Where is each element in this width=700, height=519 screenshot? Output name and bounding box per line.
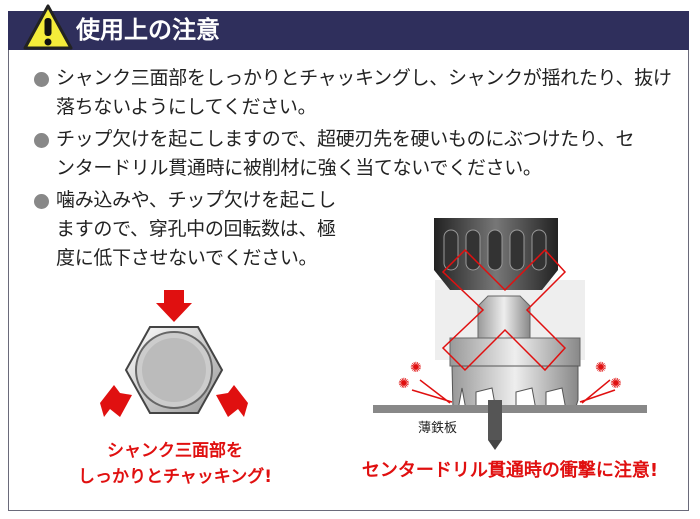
svg-text:✺: ✺ — [610, 376, 622, 392]
hole-saw-illustration: ✺✺✺✺ — [373, 218, 647, 450]
note-line: ンタードリル貫通時に被削材に強く当てないでください。 — [56, 157, 542, 179]
plate-label: 薄鉄板 — [418, 421, 458, 436]
arrow-down-icon — [156, 290, 192, 322]
bullet-icon — [34, 133, 49, 148]
note-line: ますので、穿孔中の回転数は、極 — [56, 218, 336, 240]
shank-caption: シャンク三面部を しっかりとチャッキング! — [70, 438, 280, 490]
note-line: 落ちないようにしてください。 — [56, 96, 317, 118]
shank-illustration — [100, 290, 248, 417]
arrow-icon — [100, 385, 132, 417]
note-3: 噛み込みや、チップ欠けを起こし ますので、穿孔中の回転数は、極 度に低下させない… — [56, 186, 336, 273]
note-line: チップ欠けを起こしますので、超硬刃先を硬いものにぶつけたり、セ — [56, 128, 635, 150]
note-line: 度に低下させないでください。 — [56, 247, 318, 269]
bullet-icon — [34, 72, 49, 87]
note-line: 噛み込みや、チップ欠けを起こし — [56, 189, 336, 211]
bullet-icon — [34, 194, 49, 209]
svg-text:✺: ✺ — [398, 376, 410, 392]
note-1: シャンク三面部をしっかりとチャッキングし、シャンクが揺れたり、抜け 落ちないよう… — [56, 64, 672, 122]
svg-text:✺: ✺ — [595, 360, 607, 376]
warning-icon — [23, 4, 73, 50]
center-drill — [488, 400, 502, 440]
page-title: 使用上の注意 — [76, 16, 220, 44]
arrow-icon — [216, 385, 248, 417]
spark-icons: ✺✺✺✺ — [398, 360, 622, 392]
caption-line: シャンク三面部を — [107, 441, 243, 461]
thin-steel-plate — [373, 405, 647, 413]
header-bar — [8, 11, 689, 50]
hole-saw-body — [449, 337, 581, 367]
caption-line: しっかりとチャッキング! — [77, 467, 273, 487]
note-2: チップ欠けを起こしますので、超硬刃先を硬いものにぶつけたり、セ ンタードリル貫通… — [56, 125, 634, 183]
prohibited-cross-mark — [441, 248, 567, 372]
note-line: シャンク三面部をしっかりとチャッキングし、シャンクが揺れたり、抜け — [56, 67, 672, 89]
svg-text:✺: ✺ — [410, 360, 422, 376]
drill-caption: センタードリル貫通時の衝撃に注意! — [361, 460, 659, 481]
